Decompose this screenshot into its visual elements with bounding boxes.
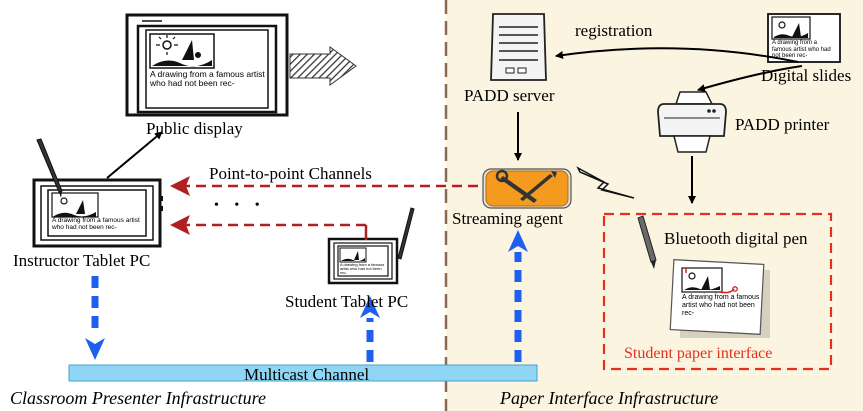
- instructor-tablet-icon: [32, 138, 163, 248]
- arrow-instructor-to-display: [106, 131, 163, 179]
- padd-server-icon: [490, 13, 547, 81]
- student-paper-icon: [669, 259, 770, 338]
- streaming-agent-icon: [482, 168, 572, 209]
- registration-label: registration: [575, 21, 653, 40]
- digital-slides-icon: [767, 13, 841, 63]
- point-to-point-arrow-1: [170, 176, 478, 196]
- padd-printer-icon: [657, 91, 727, 153]
- student-tablet-slide-caption: A drawing from a famous artist who had n…: [340, 262, 385, 275]
- arrow-slides-to-printer: [697, 65, 803, 92]
- point-to-point-arrow-2: [170, 215, 368, 240]
- student-tablet-label: Student Tablet PC: [285, 292, 409, 311]
- digital-slides-label: Digital slides: [761, 66, 852, 85]
- digital-slides-caption: A drawing from a famous artist who had n…: [772, 40, 831, 59]
- public-display-slide-caption: A drawing from a famous artist who had n…: [150, 69, 265, 88]
- multicast-channel-bar: [68, 364, 538, 382]
- classroom-infrastructure-label: Classroom Presenter Infrastructure: [10, 388, 266, 408]
- student-tablet-icon: [327, 207, 415, 285]
- public-display-hatched-arrow: [289, 46, 357, 86]
- point-to-point-label: Point-to-point Channels: [209, 164, 372, 183]
- ellipsis-label: • • •: [214, 198, 266, 213]
- public-display-icon: [125, 13, 289, 117]
- public-display-label: Public display: [146, 119, 243, 138]
- padd-printer-label: PADD printer: [735, 115, 830, 134]
- streaming-agent-label: Streaming agent: [452, 209, 563, 228]
- multicast-arrow-student-up: [360, 296, 380, 362]
- bluetooth-pen-label: Bluetooth digital pen: [664, 229, 808, 248]
- padd-server-label: PADD server: [464, 86, 555, 105]
- arrow-registration-to-server: [555, 47, 799, 63]
- paper-infrastructure-label: Paper Interface Infrastructure: [500, 388, 719, 408]
- student-paper-caption: A drawing from a famous artist who had n…: [682, 294, 760, 317]
- digital-pen-icon: [637, 215, 657, 269]
- student-paper-box: [602, 212, 833, 371]
- instructor-slide-caption: A drawing from a famous artist who had n…: [52, 217, 140, 231]
- multicast-arrow-agent-up: [508, 230, 528, 362]
- multicast-channel-label: Multicast Channel: [244, 365, 370, 384]
- wireless-lightning-icon: [576, 166, 635, 199]
- instructor-tablet-label: Instructor Tablet PC: [13, 251, 151, 270]
- student-paper-label: Student paper interface: [624, 345, 773, 362]
- multicast-arrow-instructor-down: [85, 276, 105, 360]
